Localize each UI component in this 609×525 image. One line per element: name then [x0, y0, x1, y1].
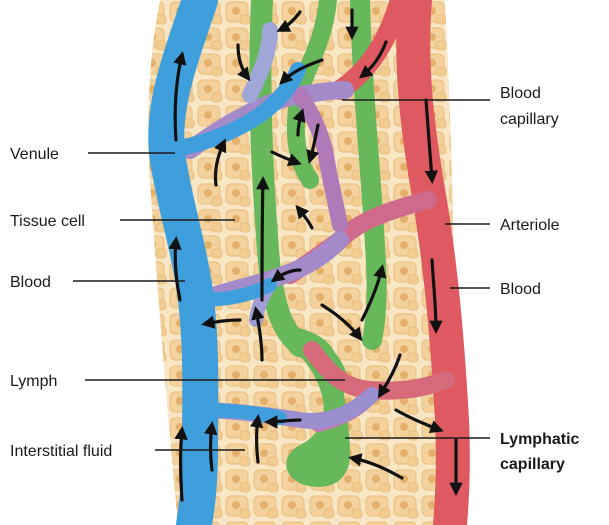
- label-blood-right: Blood: [500, 281, 541, 298]
- label-tissue-cell: Tissue cell: [10, 213, 85, 230]
- label-lymphatic-capillary-line2: capillary: [500, 456, 565, 473]
- label-lymph: Lymph: [10, 373, 57, 390]
- label-lymphatic-capillary-line1: Lymphatic: [500, 431, 580, 448]
- label-blood-capillary-line2: capillary: [500, 111, 559, 128]
- label-blood-left: Blood: [10, 274, 51, 291]
- label-blood-capillary-line1: Blood: [500, 85, 541, 102]
- label-interstitial-fluid: Interstitial fluid: [10, 443, 112, 460]
- label-venule: Venule: [10, 146, 59, 163]
- label-arteriole: Arteriole: [500, 217, 560, 234]
